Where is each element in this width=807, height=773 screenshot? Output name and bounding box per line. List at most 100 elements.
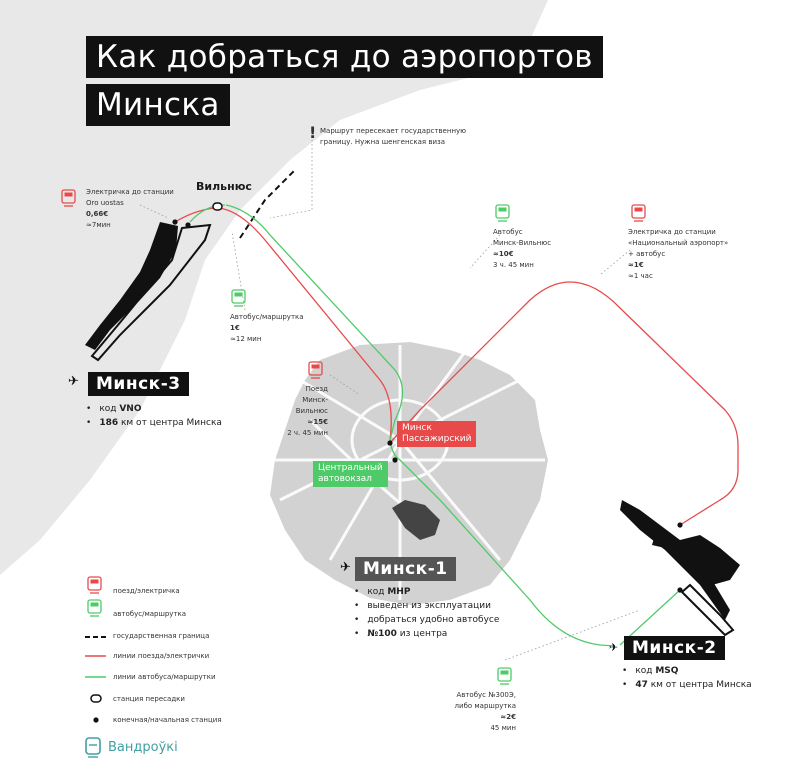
- train-vilnius-time: 2 ч. 45 мин: [287, 429, 328, 437]
- train-vilnius-note: Поезд Минск-Вильнюс ≈15€ 2 ч. 45 мин: [278, 384, 328, 439]
- legend-border: государственная граница: [113, 632, 210, 640]
- bus-300-time: 45 мин: [490, 724, 516, 732]
- station-tag-line2: Пассажирский: [402, 434, 472, 444]
- state-border: [239, 169, 296, 239]
- page-title-line2: Минска: [86, 84, 230, 126]
- minsk1-code-prefix: код: [367, 587, 388, 597]
- border-warning-icon: !: [309, 123, 317, 142]
- minsk1-fact-status: выведен из эксплуатации: [354, 599, 499, 613]
- terminal-minsk2-bus: [677, 587, 683, 593]
- bus-vilnius-line1: Автобус: [493, 228, 523, 236]
- lithuania-land: [0, 0, 548, 575]
- bus-vilnius-price: ≈10€: [493, 250, 514, 258]
- minsk3-code: VNO: [119, 404, 142, 414]
- bus-local-time: ≈12 мин: [230, 335, 262, 343]
- bus-icon: [231, 289, 246, 307]
- bus-300-line2: либо маршрутка: [454, 702, 516, 710]
- train-oro-note: Электричка до станции Oro uostas 0,66€ ≈…: [86, 187, 174, 231]
- legend-symbols: [85, 636, 106, 723]
- minsk2-fact-code: код MSQ: [622, 664, 752, 678]
- terminal-bus-station: [392, 457, 398, 463]
- train-vilnius-price: ≈15€: [307, 418, 328, 426]
- bus-local-line1: Автобус/маршрутка: [230, 313, 304, 321]
- bus-icon: [495, 204, 510, 222]
- station-tag-line1: Минск: [402, 423, 432, 433]
- minsk2-plane-mark: ✈: [609, 641, 618, 654]
- bus-icon: [497, 667, 512, 685]
- minsk3-fact-distance: 186 км от центра Минска: [86, 416, 222, 430]
- minsk2-facts: код MSQ 47 км от центра Минска: [622, 664, 752, 692]
- terminal-minsk3: [185, 222, 191, 228]
- minsk3-fact-code: код VNO: [86, 402, 222, 416]
- bus-station-tag-line2: автовокзал: [318, 474, 372, 484]
- minsk1-bus-text: из центра: [396, 629, 448, 639]
- legend-terminal: конечная/начальная станция: [113, 716, 222, 724]
- terminal-oro: [172, 219, 178, 225]
- legend-transfer: станция пересадки: [113, 695, 185, 703]
- bus-300-note: Автобус №300Э, либо маршрутка ≈2€ 45 мин: [454, 690, 516, 734]
- brand-logo: Вандроўкі: [108, 740, 178, 755]
- bus-vilnius-note: Автобус Минск-Вильнюс ≈10€ 3 ч. 45 мин: [493, 227, 551, 271]
- minsk1-fact-bus-number: №100 из центра: [354, 627, 499, 641]
- train-airport-time: ≈1 час: [628, 272, 653, 280]
- minsk2-code: MSQ: [655, 666, 679, 676]
- page-title-line1: Как добраться до аэропортов: [86, 36, 603, 78]
- border-note-line2: границу. Нужна шенгенская виза: [320, 138, 446, 146]
- transfer-station-vilnius: [212, 202, 223, 211]
- train-airport-line2: «Национальный аэропорт»: [628, 239, 729, 247]
- legend-train-icon: [87, 576, 102, 594]
- train-airport-price: ≈1€: [628, 261, 644, 269]
- train-icon: [631, 204, 646, 222]
- minsk2-code-prefix: код: [635, 666, 656, 676]
- bus-station-tag-line1: Центральный: [318, 463, 383, 473]
- legend-bus-icon: [87, 599, 102, 617]
- train-oro-line2: Oro uostas: [86, 199, 124, 207]
- leader-lines: [139, 140, 641, 661]
- city-label-vilnius: Вильнюс: [196, 180, 252, 193]
- minsk3-distance-text: км от центра Минска: [118, 418, 222, 428]
- minsk1-facts: код MHP выведен из эксплуатации добратьс…: [354, 585, 499, 641]
- train-oro-line1: Электричка до станции: [86, 188, 174, 196]
- terminal-minsk-station: [387, 440, 393, 446]
- train-airport-line3: + автобус: [628, 250, 666, 258]
- minsk3-distance: 186: [99, 418, 119, 428]
- legend-bus: автобус/маршрутка: [113, 610, 187, 618]
- minsk3-airport-shape: [85, 222, 212, 362]
- airport-label-minsk2: Минск-2: [624, 636, 725, 660]
- train-icon: [61, 189, 76, 207]
- minsk1-bus-number: №100: [367, 629, 397, 639]
- bus-vilnius-time: 3 ч. 45 мин: [493, 261, 534, 269]
- minsk1-code: MHP: [387, 587, 411, 597]
- train-vilnius-line2: Минск-Вильнюс: [295, 396, 328, 415]
- minsk-passenger-station-tag: Минск Пассажирский: [397, 421, 477, 447]
- legend-train-lines: линии поезда/электрички: [113, 652, 210, 660]
- minsk2-airport-shape: [620, 500, 740, 637]
- bus-local-note: Автобус/маршрутка 1€ ≈12 мин: [230, 312, 304, 345]
- terminal-airport-rail: [677, 522, 683, 528]
- train-lines: [174, 207, 739, 526]
- minsk2-distance: 47: [635, 680, 648, 690]
- minsk3-code-prefix: код: [99, 404, 120, 414]
- logo-icon: [85, 737, 101, 758]
- minsk2-fact-distance: 47 км от центра Минска: [622, 678, 751, 692]
- bus-local-price: 1€: [230, 324, 240, 332]
- central-bus-station-tag: Центральный автовокзал: [313, 461, 388, 487]
- border-note: Маршрут пересекает государственную грани…: [320, 126, 466, 148]
- train-oro-time: ≈7мин: [86, 221, 111, 229]
- airport-label-minsk1: Минск-1: [355, 557, 456, 581]
- train-airport-line1: Электричка до станции: [628, 228, 716, 236]
- airplane-icon: ✈: [68, 374, 79, 389]
- minsk3-facts: код VNO 186 км от центра Минска: [86, 402, 222, 430]
- bus-300-line1: Автобус №300Э,: [456, 691, 516, 699]
- minsk1-airport-shape: [392, 500, 440, 540]
- train-airport-note: Электричка до станции «Национальный аэро…: [628, 227, 728, 282]
- train-icon: [308, 361, 323, 379]
- legend-bus-lines: линии автобуса/маршрутки: [113, 673, 216, 681]
- minsk1-fact-code: код MHP: [354, 585, 499, 599]
- bus-300-price: ≈2€: [500, 713, 516, 721]
- bus-vilnius-line2: Минск-Вильнюс: [493, 239, 552, 247]
- train-vilnius-line1: Поезд: [305, 385, 328, 393]
- minsk1-fact-bus: добраться удобно автобусе: [354, 613, 499, 627]
- airport-label-minsk3: Минск-3: [88, 372, 189, 396]
